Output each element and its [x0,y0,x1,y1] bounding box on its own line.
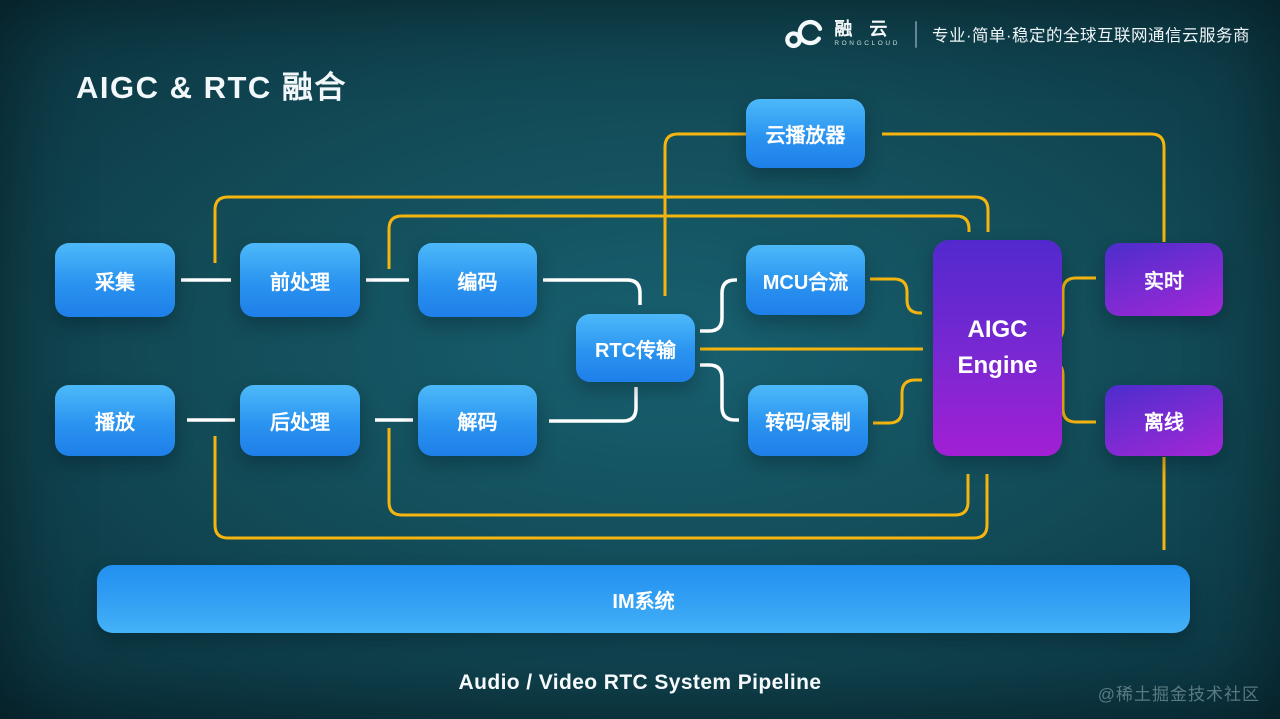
node-pre-process: 前处理 [240,243,360,317]
rongcloud-logo-icon [785,19,824,49]
node-post-process: 后处理 [240,385,360,456]
node-rtc-transport: RTC传输 [576,314,695,382]
rongcloud-logo: 融 云 RONGCLOUD [784,16,900,52]
edge-cloudplayer-rtc [663,132,746,296]
node-mcu-mix: MCU合流 [746,245,865,315]
brand-name: 融 云 [834,19,894,40]
node-encode: 编码 [418,243,537,317]
node-transcode-record: 转码/录制 [748,385,868,456]
edge-transcode-aigc [873,378,922,425]
node-capture: 采集 [55,243,175,317]
edge-rtc-transcode [700,363,739,422]
brand-header: 融 云 RONGCLOUD 专业·简单·稳定的全球互联网通信云服务商 [784,16,1250,52]
node-im-system: IM系统 [97,565,1190,633]
edge-encode-rtc [543,278,642,305]
watermark: @稀土掘金技术社区 [1097,685,1260,704]
diagram-caption: Audio / Video RTC System Pipeline [458,671,822,694]
node-play: 播放 [55,385,175,456]
header-divider [915,20,917,48]
brand-subname: RONGCLOUD [834,40,900,48]
edge-rtc-mcu [700,278,737,333]
page-title: AIGC & RTC 融合 [76,70,347,105]
node-offline: 离线 [1105,385,1223,456]
edge-rtc-decode [549,387,638,423]
node-decode: 解码 [418,385,537,456]
brand-tagline: 专业·简单·稳定的全球互联网通信云服务商 [932,27,1250,45]
node-cloud-player: 云播放器 [746,99,865,168]
brand-name-block: 融 云 RONGCLOUD [834,20,900,48]
edge-realtime-cloudplayer [882,132,1166,242]
node-aigc-engine: AIGC Engine [933,240,1062,456]
edge-mcu-aigc [870,277,922,315]
node-realtime: 实时 [1105,243,1223,316]
